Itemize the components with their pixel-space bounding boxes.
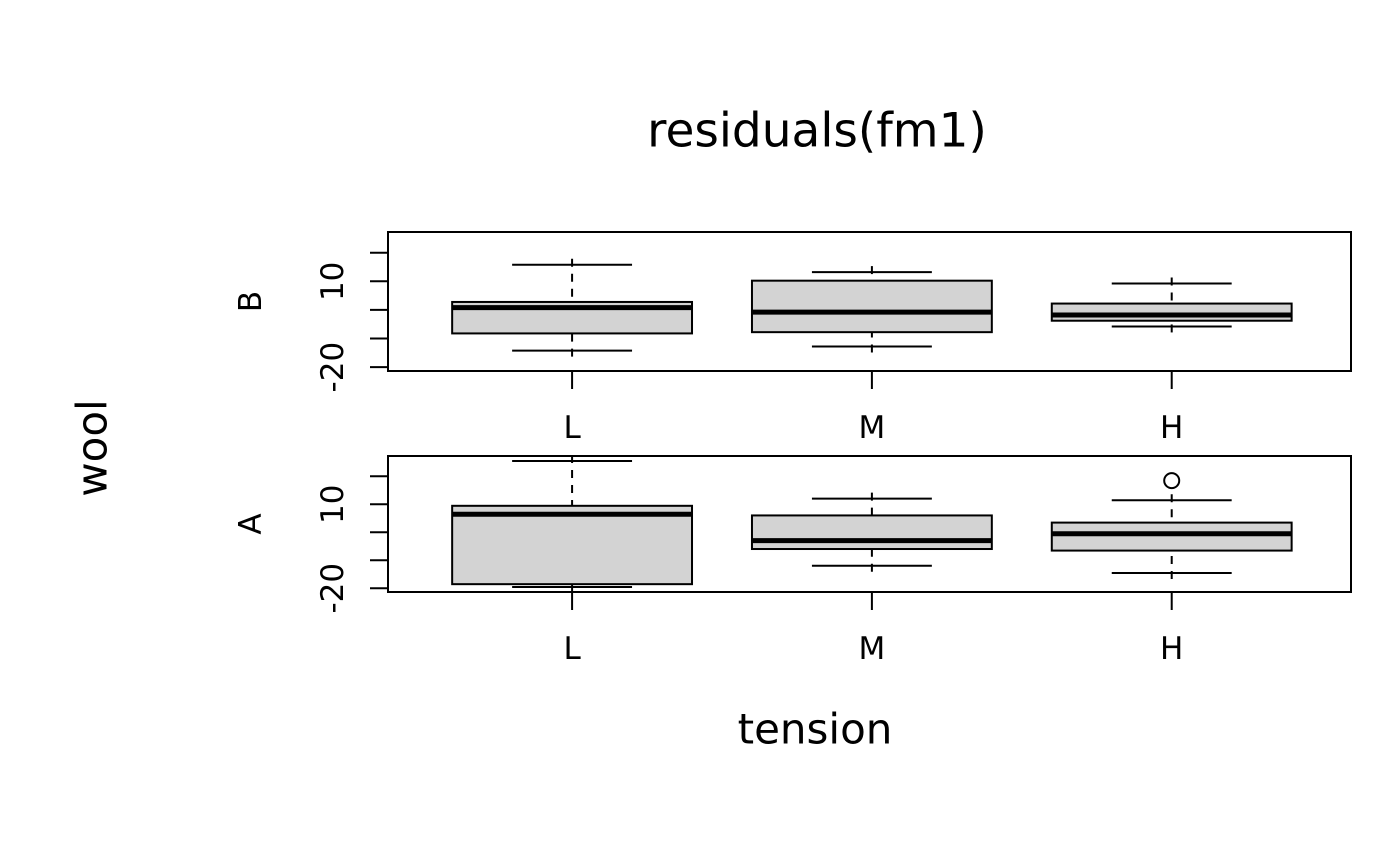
panel-label: A xyxy=(233,513,269,534)
x-tick-label: M xyxy=(859,410,886,446)
iqr-box xyxy=(750,514,993,551)
x-tick-label: L xyxy=(563,410,581,446)
x-tick-label: L xyxy=(563,631,581,667)
x-tick-label: H xyxy=(1160,410,1183,446)
iqr-box xyxy=(1050,521,1293,552)
chart-title: residuals(fm1) xyxy=(647,103,987,159)
box-A-H xyxy=(1050,472,1293,579)
x-tick-label: M xyxy=(859,631,886,667)
iqr-box xyxy=(750,279,993,334)
y-tick-label: -20 xyxy=(315,563,351,614)
y-axis-label: wool xyxy=(67,399,117,497)
y-tick-label: -20 xyxy=(315,342,351,393)
box-A-M xyxy=(750,492,993,572)
panel-A xyxy=(370,455,1352,610)
panel-border xyxy=(387,455,1352,593)
x-axis-label: tension xyxy=(737,704,893,754)
box-B-H xyxy=(1050,277,1293,333)
iqr-box xyxy=(1050,302,1293,322)
y-tick-label: 10 xyxy=(315,262,351,301)
box-A-L xyxy=(451,455,694,593)
panel-B xyxy=(370,231,1352,389)
panel-border xyxy=(387,231,1352,372)
outlier-point xyxy=(1163,472,1181,490)
y-tick-label: 10 xyxy=(315,485,351,524)
x-tick-label: H xyxy=(1160,631,1183,667)
iqr-box xyxy=(451,504,694,586)
box-B-L xyxy=(451,258,694,357)
box-B-M xyxy=(750,266,993,353)
panel-label: B xyxy=(233,291,269,312)
